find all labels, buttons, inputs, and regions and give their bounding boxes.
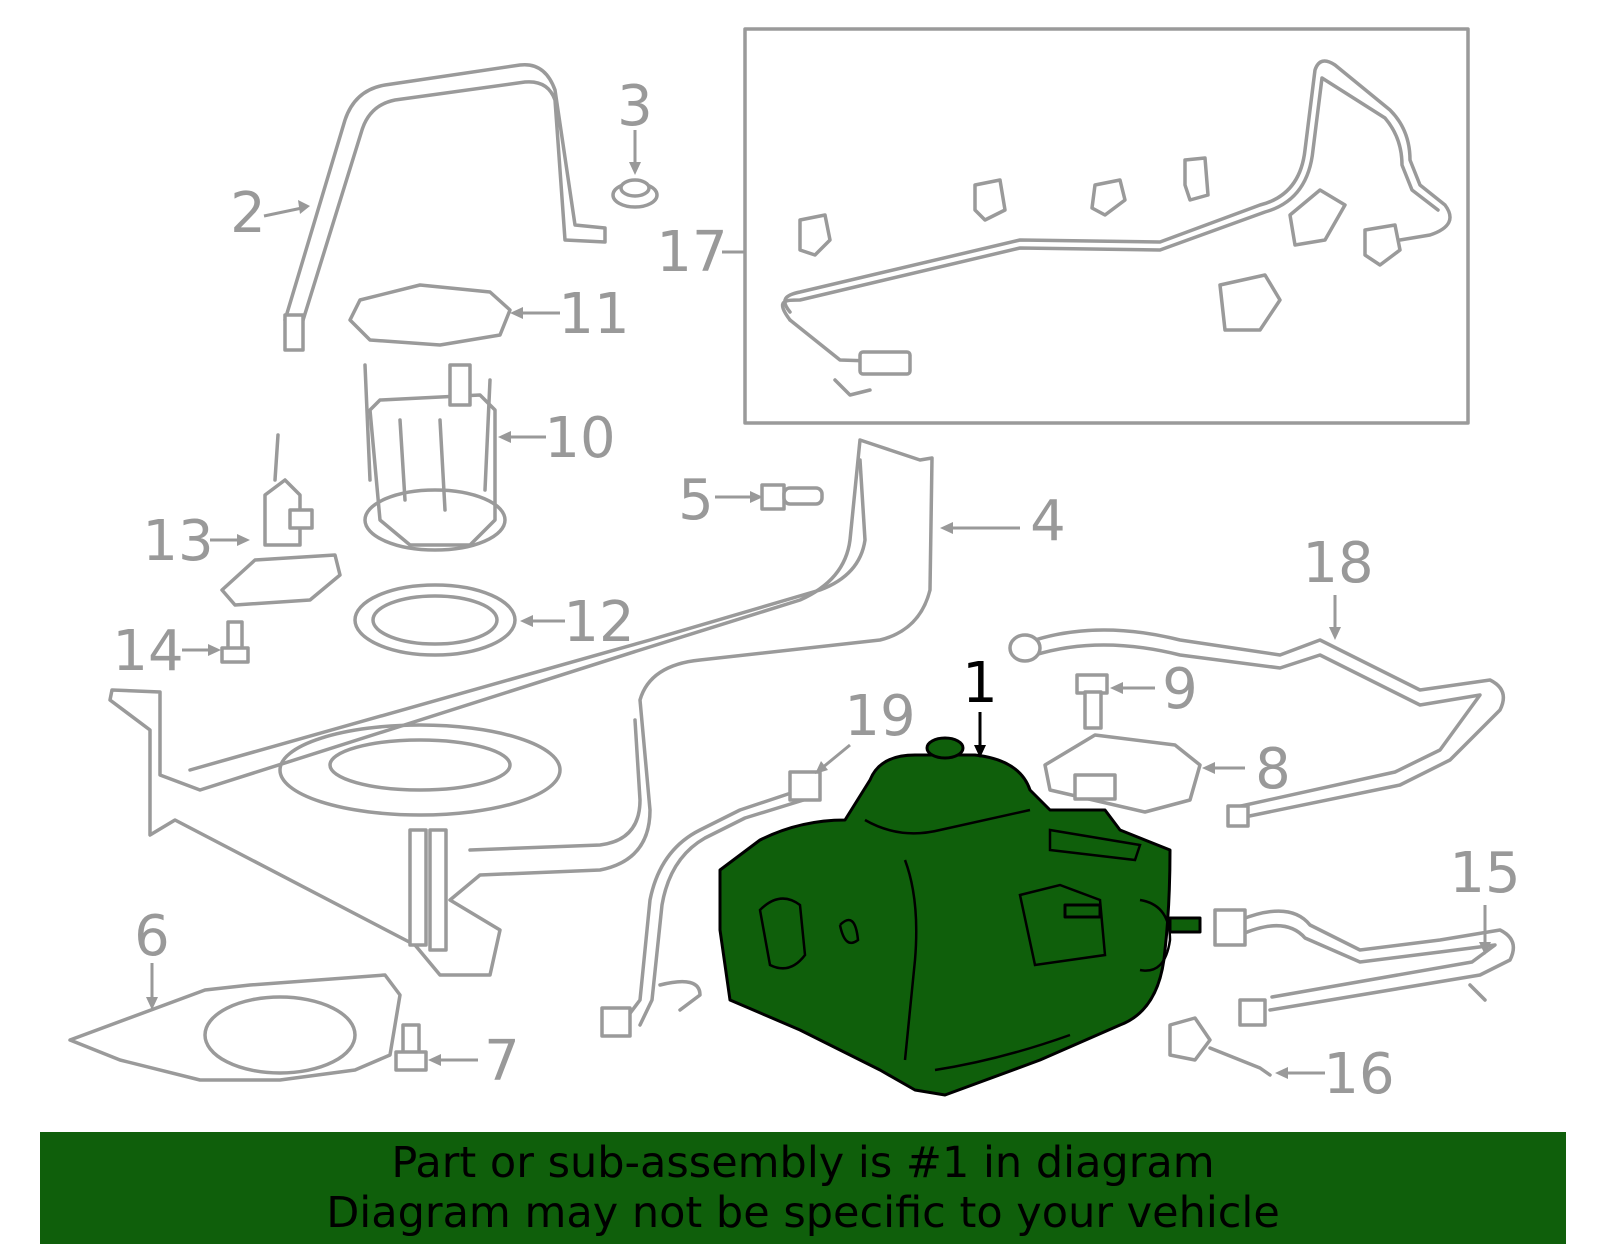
part-8-module <box>1043 733 1202 814</box>
part-10-fuel-pump <box>363 363 507 552</box>
part-3-grommet <box>611 178 659 209</box>
callout-7: 7 <box>484 1029 520 1094</box>
callout-labels: 1 2 3 4 5 6 7 8 9 10 11 12 13 14 15 16 1… <box>112 74 1520 1107</box>
callout-1: 1 <box>962 651 998 716</box>
callout-4: 4 <box>1030 489 1066 554</box>
callout-12: 12 <box>563 590 634 655</box>
part-6-shield <box>68 973 402 1082</box>
part-11-seal <box>348 283 512 347</box>
part-19-vent-hose <box>600 770 822 1038</box>
callout-8: 8 <box>1255 737 1291 802</box>
callout-11: 11 <box>558 282 629 347</box>
part-5-bolt <box>760 483 824 511</box>
callout-16: 16 <box>1323 1042 1394 1107</box>
callout-19: 19 <box>844 684 915 749</box>
banner-line-2: Diagram may not be specific to your vehi… <box>326 1188 1280 1238</box>
callout-5: 5 <box>678 468 714 533</box>
callout-2: 2 <box>230 181 266 246</box>
part-2-strap <box>283 62 607 352</box>
info-banner: Part or sub-assembly is #1 in diagram Di… <box>40 1132 1566 1244</box>
banner-line-1: Part or sub-assembly is #1 in diagram <box>391 1138 1215 1188</box>
part-4-frame <box>108 438 934 977</box>
callout-18: 18 <box>1302 531 1373 596</box>
callout-14: 14 <box>112 619 183 684</box>
part-16-sensor <box>1168 1016 1272 1077</box>
part-1-fuel-tank <box>718 736 1202 1097</box>
inset-frame <box>743 27 1470 425</box>
callout-10: 10 <box>544 406 615 471</box>
callout-15: 15 <box>1449 841 1520 906</box>
part-18-filler-pipe <box>1008 628 1506 828</box>
part-9-bolt <box>1075 673 1109 730</box>
part-15-hoses <box>1213 908 1516 1027</box>
callout-17: 17 <box>656 220 727 285</box>
callout-arrows <box>146 130 1491 1079</box>
callout-3: 3 <box>617 74 653 139</box>
callout-9: 9 <box>1162 657 1198 722</box>
part-17-fuel-line-inset <box>743 27 1470 425</box>
callout-6: 6 <box>134 904 170 969</box>
part-13-valve <box>220 433 342 607</box>
part-12-lock-ring <box>353 583 517 657</box>
callout-13: 13 <box>142 509 213 574</box>
part-7-bolt <box>394 1023 428 1072</box>
part-14-bolt <box>220 620 250 664</box>
